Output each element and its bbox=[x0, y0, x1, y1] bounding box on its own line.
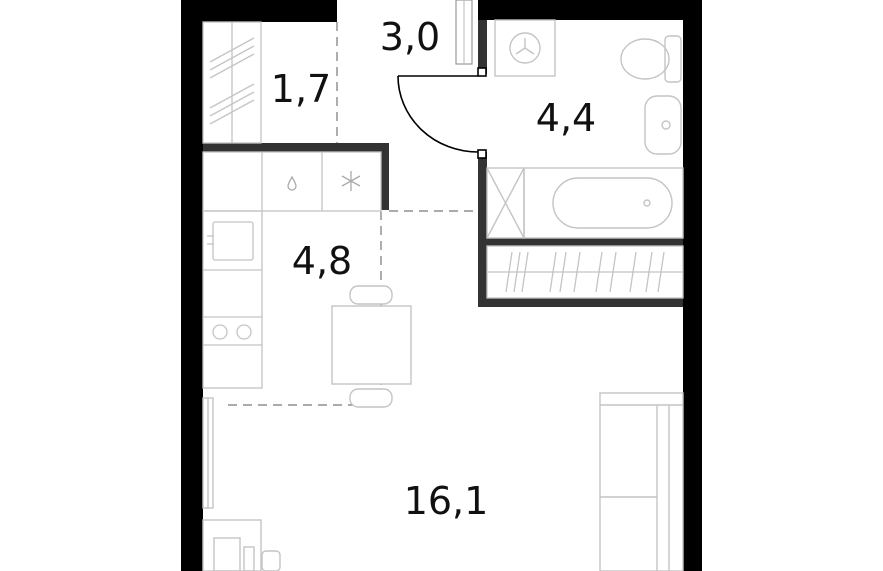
toilet-icon bbox=[620, 35, 682, 83]
right-wall bbox=[683, 0, 702, 571]
bathroom-bottom-wall bbox=[478, 238, 683, 246]
closet-bottom-wall bbox=[203, 143, 389, 152]
closet-hanger bbox=[209, 45, 255, 71]
door-jamb-bottom bbox=[477, 149, 487, 159]
sofa bbox=[599, 392, 684, 571]
closet-hanger bbox=[209, 53, 255, 79]
chair-top bbox=[349, 285, 393, 305]
exterior-walls bbox=[181, 0, 702, 571]
stove-icon bbox=[212, 324, 252, 340]
entrance-door[interactable] bbox=[397, 0, 487, 159]
drop-icon bbox=[287, 175, 297, 191]
bathroom-sink-icon bbox=[644, 95, 682, 155]
top-wall-right bbox=[478, 0, 702, 20]
closet-hanger bbox=[209, 83, 255, 109]
bathtub-icon bbox=[486, 167, 684, 239]
top-wall-left bbox=[181, 0, 319, 22]
wardrobe-shelving bbox=[486, 245, 684, 299]
kitchen-sink-icon bbox=[207, 221, 254, 261]
wardrobe-bottom-wall bbox=[478, 298, 683, 307]
counter-top-row bbox=[202, 151, 382, 212]
kitchen-area-label: 4,8 bbox=[292, 239, 352, 283]
door-swing-arc bbox=[397, 75, 479, 153]
desk-chair bbox=[213, 537, 241, 571]
bathroom-fixtures bbox=[486, 19, 684, 239]
living-area-label: 16,1 bbox=[404, 479, 489, 523]
dining-table bbox=[331, 305, 412, 385]
counter-left-column bbox=[202, 210, 263, 389]
living-furniture bbox=[202, 392, 684, 571]
hall-area-label: 3,0 bbox=[380, 15, 440, 59]
kitchen-counter bbox=[202, 151, 382, 389]
bathroom-wall-upper bbox=[478, 20, 487, 74]
kitchen-stub-wall bbox=[381, 143, 389, 210]
door-jamb-top bbox=[477, 67, 487, 77]
closet-shelving bbox=[202, 21, 262, 144]
chair-bottom bbox=[349, 388, 393, 408]
closet-area-label: 1,7 bbox=[271, 67, 331, 111]
washing-machine-icon bbox=[494, 19, 556, 77]
bathroom-area-label: 4,4 bbox=[536, 96, 596, 140]
area-labels: 3,0 1,7 4,4 4,8 16,1 bbox=[271, 15, 596, 523]
snowflake-icon bbox=[341, 171, 361, 191]
desk bbox=[202, 519, 262, 571]
closet-hanger bbox=[209, 99, 255, 125]
dining-set bbox=[331, 285, 412, 408]
left-wall bbox=[181, 0, 203, 571]
closet-hanger bbox=[209, 91, 255, 117]
entrance-wall-left bbox=[319, 0, 337, 22]
bathroom-wall-lower bbox=[478, 152, 487, 307]
closet-hanger bbox=[209, 37, 255, 63]
partitions bbox=[203, 20, 683, 307]
